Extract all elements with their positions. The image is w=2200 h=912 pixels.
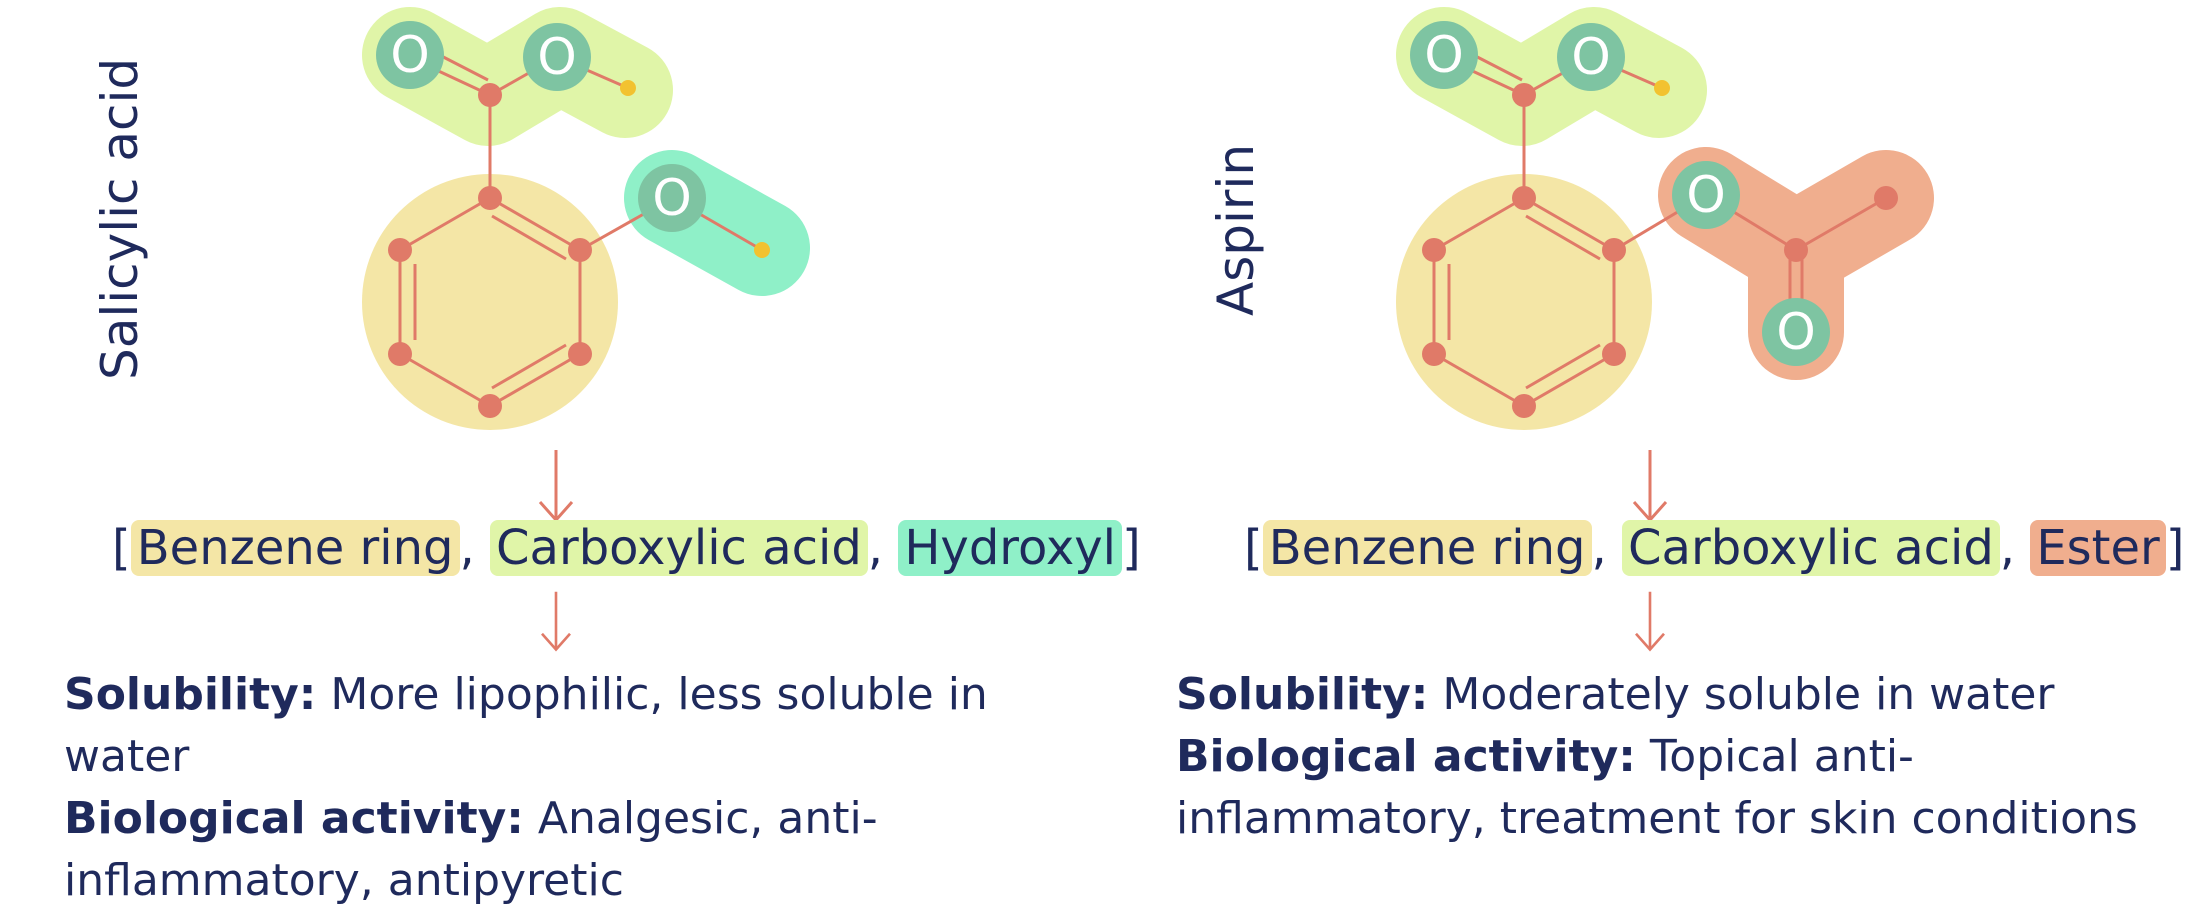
activity-value: Topical anti-inflammatory, treatment for… [1176,731,2138,844]
salicylic-acid-structure: O O O [362,7,810,430]
carbon-atoms [388,83,592,418]
svg-text:O: O [1776,303,1815,361]
separator: , [459,520,491,576]
carboxylic-acid-tag: Carboxylic acid [1622,520,2000,576]
oxygen-atom-3: O [638,164,706,232]
svg-text:O: O [1686,166,1725,224]
aspirin-structure: O O O O [1396,7,1934,430]
svg-text:O: O [1571,28,1610,86]
down-arrow-icon [541,591,571,652]
benzene-ring-tag: Benzene ring [1262,520,1592,576]
activity-line: Biological activity: Topical anti-inflam… [1176,726,2196,850]
solubility-value: More lipophilic, less soluble in water [64,669,988,782]
open-bracket: [ [1244,520,1263,576]
activity-label: Biological activity: [1176,731,1636,782]
close-bracket: ] [1122,520,1141,576]
down-arrow-icon [1632,450,1668,523]
solubility-line: Solubility: More lipophilic, less solubl… [64,664,1094,788]
benzene-ring-tag: Benzene ring [130,520,460,576]
benzene-ring-highlight [1396,174,1652,430]
oxygen-atom-2: O [523,23,591,91]
separator: , [867,520,899,576]
ester-tag: Ester [2030,520,2166,576]
oxygen-atom-2: O [1557,23,1625,91]
down-arrow-icon [1635,591,1665,652]
activity-label: Biological activity: [64,793,524,844]
separator: , [1999,520,2031,576]
solubility-label: Solubility: [64,669,317,720]
hydrogen-atoms [620,80,770,258]
bonds [1432,43,1887,408]
functional-groups-list: [Benzene ring, Carboxylic acid, Hydroxyl… [112,520,1141,576]
solubility-label: Solubility: [1176,669,1429,720]
aspirin-panel: Aspirin [1100,0,2200,850]
hydrogen-atoms [1654,80,1670,96]
hydroxyl-tag: Hydroxyl [898,520,1122,576]
functional-groups-list: [Benzene ring, Carboxylic acid, Ester] [1244,520,2184,576]
bonds [398,43,763,408]
properties: Solubility: Moderately soluble in water … [1176,664,2196,850]
close-bracket: ] [2165,520,2185,576]
svg-text:O: O [1424,26,1463,84]
oxygen-atom-4: O [1762,298,1830,366]
solubility-value: Moderately soluble in water [1442,669,2055,720]
benzene-ring-highlight [362,174,618,430]
svg-text:O: O [537,28,576,86]
oxygen-atom-3: O [1672,161,1740,229]
carbon-atoms [1422,83,1898,418]
carboxylic-acid-tag: Carboxylic acid [490,520,868,576]
properties: Solubility: More lipophilic, less solubl… [64,664,1094,912]
salicylic-acid-panel: Salicylic acid [0,0,1141,906]
svg-text:O: O [652,169,691,227]
separator: , [1591,520,1623,576]
oxygen-atom-1: O [1410,21,1478,89]
activity-line: Biological activity: Analgesic, anti-inf… [64,788,1094,912]
svg-text:O: O [390,26,429,84]
oxygen-atom-1: O [376,21,444,89]
solubility-line: Solubility: Moderately soluble in water [1176,664,2196,726]
open-bracket: [ [112,520,131,576]
down-arrow-icon [538,450,574,523]
